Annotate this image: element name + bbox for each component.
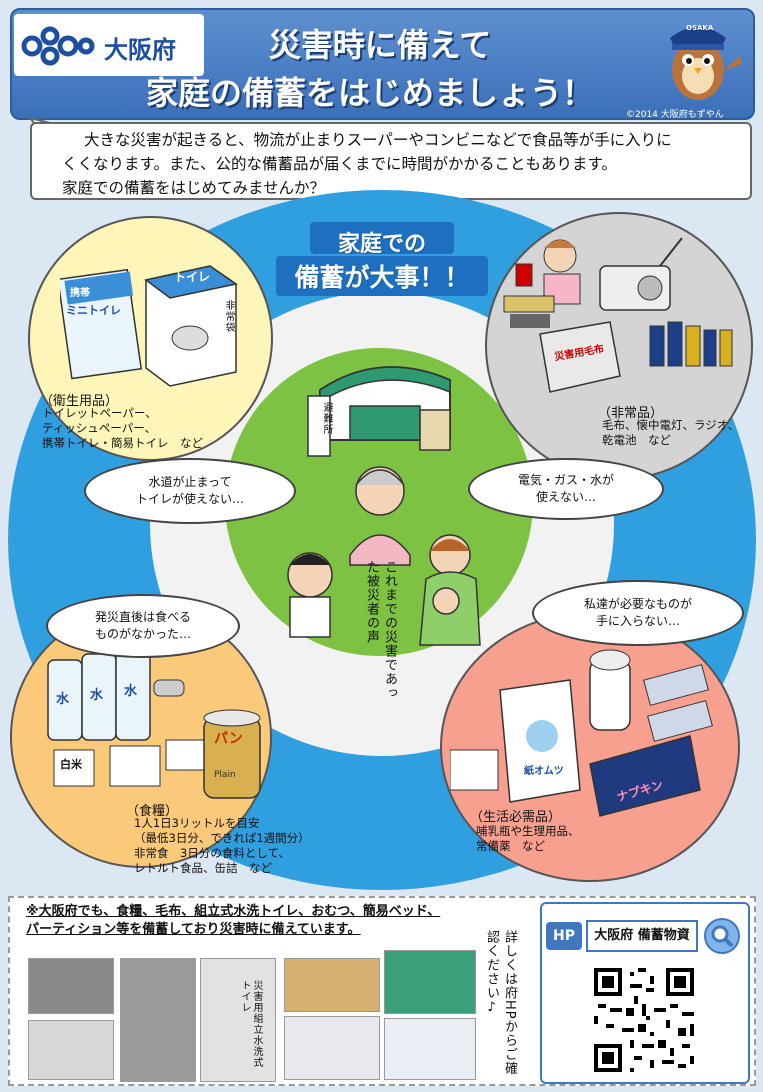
emergency-title: （非常品） (598, 406, 664, 421)
page-title-line2: 家庭の備蓄をはじめましょう！ (145, 74, 594, 112)
food-line3: 非常食 3日分の食料として、 (134, 846, 290, 860)
heading-badge (276, 222, 488, 296)
daily-line2: 常備薬 など (476, 839, 545, 853)
rice-label: 白米 (60, 758, 82, 771)
shelter-sign: 避難所 (321, 402, 332, 435)
voices-line2: あった被災者の声 (364, 560, 397, 700)
hp-search-field[interactable]: 大阪府 備蓄物資 (586, 920, 698, 952)
voices-line1: これまでの災害で (382, 560, 397, 672)
mini-toilet-name: ミニトイレ (66, 304, 121, 317)
magnifier-icon (711, 925, 734, 948)
food-line1: 1人1日3リットルを目安 (134, 816, 260, 830)
shelter-building-icon (307, 366, 451, 457)
mini-toilet-brand: 携帯 (70, 288, 90, 299)
center-heading-line2: 備蓄が大事！！ (294, 263, 470, 292)
water-label-3: 水 (124, 684, 138, 699)
tent-stock-photo (384, 950, 476, 1014)
details-line2: ご確認ください♪ (484, 930, 517, 1076)
speech-personal-line2: 手に入らない… (595, 614, 680, 628)
copyright-text: ©2014 大阪府もずやん (626, 110, 724, 120)
intro-line1: 大きな災害が起きると、物流が止まりスーパーやコンビニなどで食品等が手に入りに (84, 131, 672, 149)
mozuyan-mascot-icon (670, 27, 742, 100)
speech-utilities-line2: 使えない… (535, 490, 596, 504)
toilet-box-label: トイレ (174, 270, 211, 284)
speech-toilet-line2: トイレが使えない… (135, 492, 244, 506)
blanket-stock-photo (120, 958, 196, 1082)
emergency-items: 毛布、懐中電灯、ラジオ、 乾電池 など (602, 418, 739, 448)
food-water-icon (47, 649, 261, 799)
search-icon[interactable] (704, 918, 740, 954)
voices-caption: これまでの災害であった被災者の声 (362, 560, 398, 700)
food-line2: （最低3日分、できれば1週間分） (134, 831, 310, 845)
food-items: 1人1日3リットルを目安 （最低3日分、できれば1週間分） 非常食 3日分の食料… (134, 816, 310, 876)
note-line2: パーティション等を備蓄しており災害時に備えています。 (26, 922, 361, 937)
food-title: （食糧） (126, 804, 179, 819)
speech-food: 発災直後は食べる ものがなかった… (46, 594, 240, 658)
daily-items: 哺乳瓶や生理用品、 常備薬 など (476, 824, 580, 854)
disaster-victims-icon (287, 466, 481, 646)
hygiene-line3: 携帯トイレ・簡易トイレ など (42, 436, 203, 450)
hygiene-line2: ティッシュペーパー、 (42, 421, 157, 435)
toilet-stock-photo (200, 958, 276, 1082)
toilet-photo-label2: 水洗式トイレ (239, 980, 262, 1068)
logo-panel (14, 14, 204, 76)
daily-goods-icon (450, 649, 713, 817)
toilet-photo-label: 災害用組立水洗式トイレ (238, 980, 262, 1070)
speech-utilities-line1: 電気・ガス・水が (517, 473, 614, 487)
diaper-label: 紙オムツ (524, 766, 564, 777)
hygiene-line1: トイレットペーパー、 (42, 406, 157, 420)
intro-line3: 家庭での備蓄をはじめてみませんか？ (62, 179, 326, 197)
dishes-photo (28, 1020, 114, 1080)
speech-food-line2: ものがなかった… (94, 627, 191, 641)
daily-line1: 哺乳瓶や生理用品、 (476, 824, 580, 838)
hygiene-items: トイレットペーパー、 ティッシュペーパー、 携帯トイレ・簡易トイレ など (42, 406, 203, 451)
daily-title: （生活必需品） (470, 810, 562, 825)
page-title-line1: 災害時に備えて (268, 26, 492, 64)
speech-personal: 私達が必要なものが 手に入らない… (532, 580, 744, 646)
hp-label: HP (546, 922, 582, 950)
osaka-pref-logo-icon (21, 26, 95, 66)
qr-code-icon[interactable] (590, 964, 698, 1076)
speech-food-line1: 発災直後は食べる (94, 610, 191, 624)
portable-toilet-products-icon (60, 265, 238, 387)
intro-line2: くくなります。また、公的な備蓄品が届くまでに時間がかかることもあります。 (62, 155, 617, 173)
food-stock-photo (28, 958, 114, 1014)
stockpile-note: ※大阪府でも、食糧、毛布、組立式水洗トイレ、おむつ、簡易ベッド、 パーティション… (26, 903, 506, 939)
hygiene-title: （衛生用品） (40, 394, 119, 409)
speech-toilet-line1: 水道が止まって (148, 475, 232, 489)
food-line4: レトルト食品、缶詰 など (134, 861, 272, 875)
center-heading-line1: 家庭での (337, 232, 426, 257)
toilet-photo-label1: 災害用組立 (251, 980, 262, 1035)
bread-can-label: パン (214, 731, 243, 747)
water-label-1: 水 (56, 692, 70, 707)
intro-text-box: 大きな災害が起きると、物流が止まりスーパーやコンビニなどで食品等が手に入りに く… (30, 122, 752, 200)
note-line1: ※大阪府でも、食糧、毛布、組立式水洗トイレ、おむつ、簡易ベッド、 (26, 904, 441, 919)
speech-personal-line1: 私達が必要なものが (583, 597, 692, 611)
speech-utilities: 電気・ガス・水が 使えない… (468, 458, 664, 520)
partition-stock-photo (284, 1016, 380, 1080)
bread-plain-label: Plain (214, 770, 236, 780)
mascot-cap-text: OSAKA (686, 24, 714, 32)
details-note: 詳しくは府HPからご確認ください♪ (482, 930, 518, 1080)
prefecture-name: 大阪府 (104, 36, 176, 64)
water-label-2: 水 (90, 688, 104, 703)
details-line1: 詳しくは府HPから (502, 930, 517, 1048)
emergency-line2: 乾電池 など (602, 433, 671, 447)
emergency-goods-icon (503, 237, 733, 393)
bed-stock-photo (384, 1018, 476, 1080)
toilet-box-sub: 非常袋 (223, 300, 234, 333)
speech-toilet: 水道が止まって トイレが使えない… (84, 458, 296, 524)
diaper-stock-photo (284, 958, 380, 1012)
emergency-line1: 毛布、懐中電灯、ラジオ、 (602, 418, 740, 432)
